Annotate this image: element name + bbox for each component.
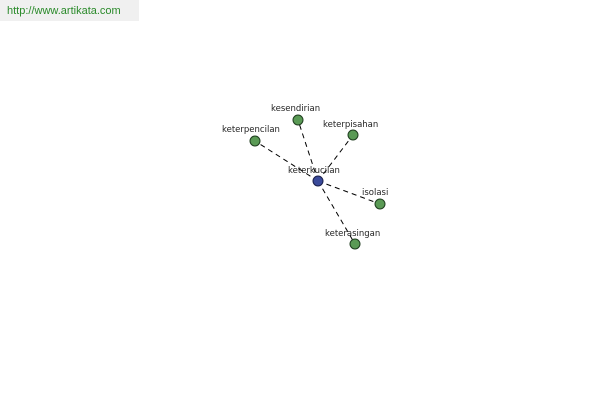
edge-keterpisahan — [317, 134, 354, 182]
label-kesendirian: kesendirian — [271, 104, 320, 114]
edge-keterasingan — [317, 180, 356, 245]
label-keterpisahan: keterpisahan — [323, 120, 378, 130]
label-keterasingan: keterasingan — [325, 229, 380, 239]
label-keterkucilan: keterkucilan — [288, 166, 340, 176]
edge-isolasi — [317, 180, 381, 205]
node-keterasingan[interactable] — [349, 238, 361, 250]
node-keterpisahan[interactable] — [347, 129, 359, 141]
edge-keterpencilan — [254, 140, 319, 182]
node-keterpencilan[interactable] — [249, 135, 261, 147]
node-kesendirian[interactable] — [292, 114, 304, 126]
label-isolasi: isolasi — [362, 188, 388, 198]
node-keterkucilan[interactable] — [312, 175, 324, 187]
edge-kesendirian — [297, 119, 319, 182]
label-keterpencilan: keterpencilan — [222, 125, 280, 135]
source-url[interactable]: http://www.artikata.com — [0, 0, 139, 21]
node-isolasi[interactable] — [374, 198, 386, 210]
